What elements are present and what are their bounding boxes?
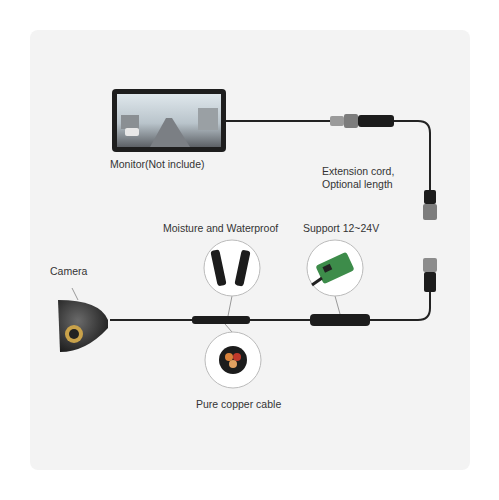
- voltage-label: Support 12~24V: [303, 222, 379, 235]
- waterproof-label: Moisture and Waterproof: [163, 222, 278, 235]
- copper-cable-label: Pure copper cable: [196, 398, 281, 411]
- monitor-label: Monitor(Not include): [110, 158, 205, 171]
- extension-cord-label: Extension cord, Optional length: [322, 165, 404, 191]
- camera-label: Camera: [50, 265, 87, 278]
